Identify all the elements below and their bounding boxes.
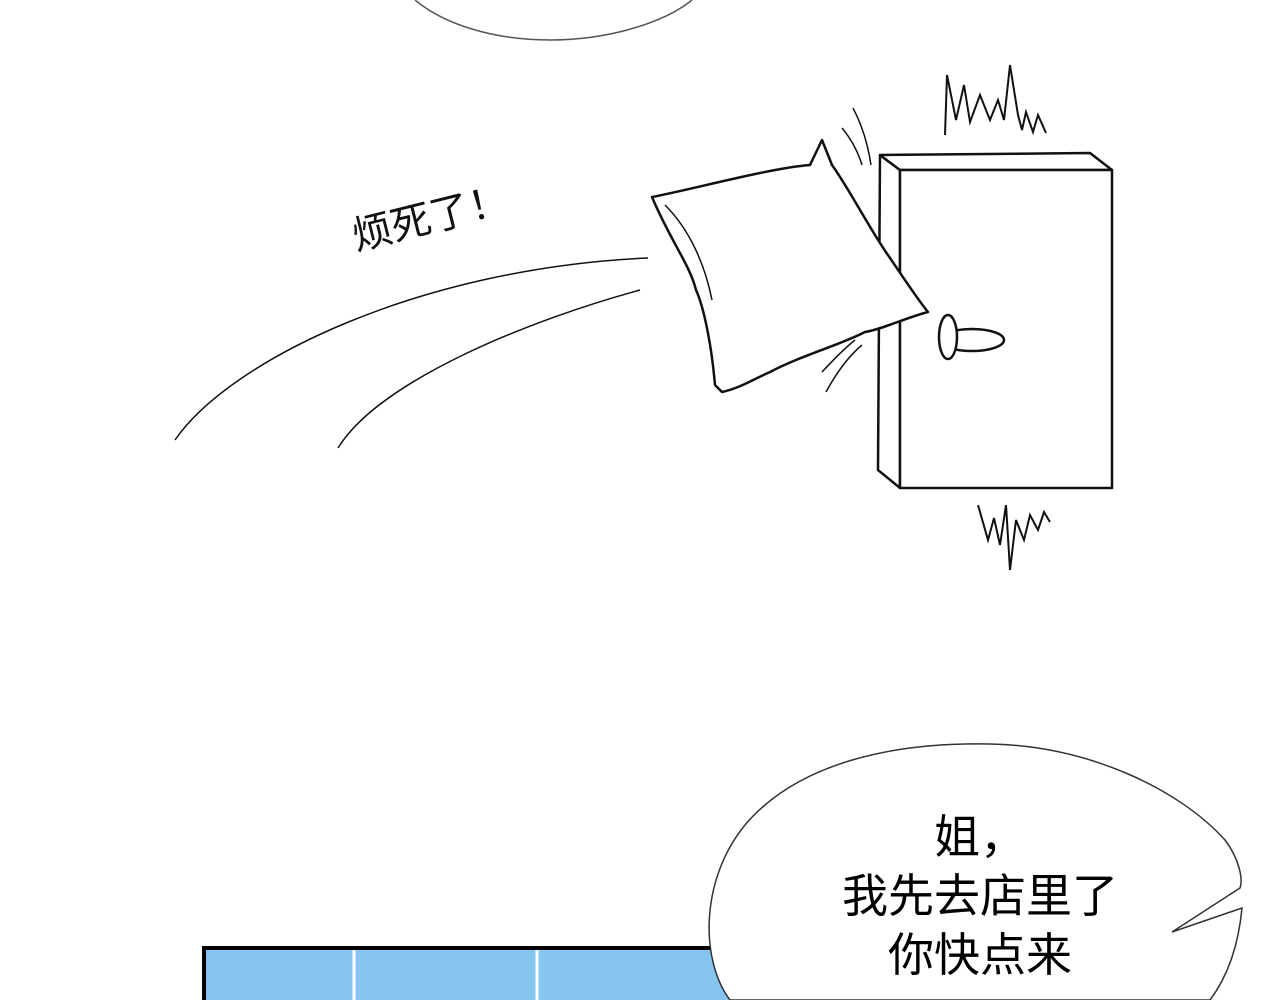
motion-lines [174,257,649,449]
speech-line-1: 姐， [934,810,1026,864]
speech-bubble [708,743,1243,1000]
impact-lines [821,107,872,393]
pillow [650,138,930,394]
speech-text: 姐， 我先去店里了 你快点来 [790,808,1170,985]
top-speech-bubble-fragment [414,0,693,41]
speech-line-3: 你快点来 [888,928,1072,982]
door [876,151,1114,490]
window [202,946,766,1000]
shake-scribbles [944,64,1051,571]
speech-line-2: 我先去店里了 [842,869,1118,923]
